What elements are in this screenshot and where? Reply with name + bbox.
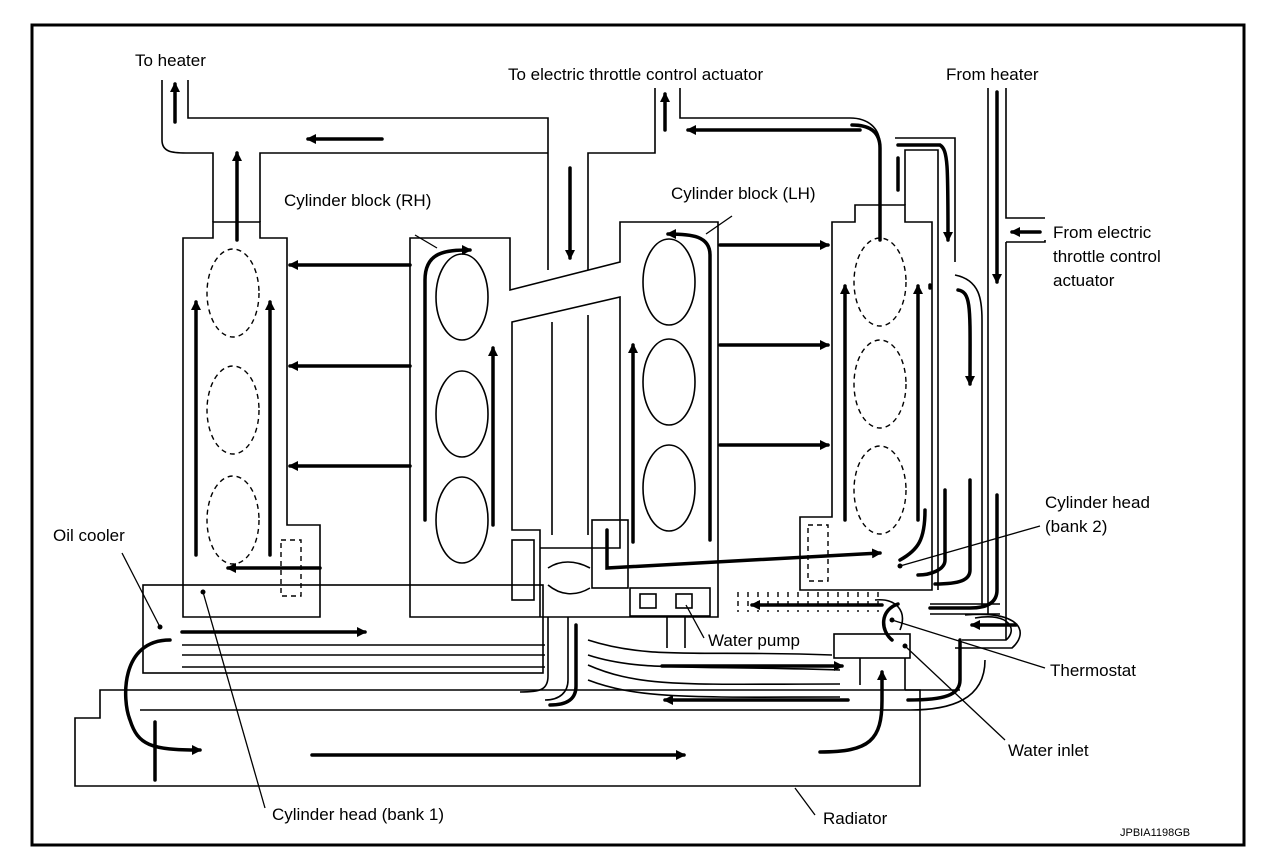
- label-from-etc-line1: From electric: [1053, 223, 1152, 242]
- label-radiator: Radiator: [823, 809, 888, 828]
- cylinder-block-lh: [547, 229, 882, 595]
- radiator: [74, 638, 921, 787]
- thermostat: [737, 592, 904, 642]
- label-water-inlet: Water inlet: [1008, 741, 1089, 760]
- water-pump: [629, 587, 711, 648]
- oil-cooler: [142, 584, 545, 674]
- water-inlet: [833, 633, 911, 690]
- label-cyl-head-bank1: Cylinder head (bank 1): [272, 805, 444, 824]
- label-to-heater: To heater: [135, 51, 206, 70]
- label-cyl-head-bank2-line2: (bank 2): [1045, 517, 1107, 536]
- leader-thermostat: [891, 619, 1046, 669]
- label-cyl-block-lh: Cylinder block (LH): [671, 184, 816, 203]
- leader-block-rh: [414, 234, 438, 249]
- leader-oil-cooler: [121, 552, 161, 628]
- cylinder-head-bank2: [799, 123, 933, 591]
- leader-radiator: [794, 787, 816, 816]
- cylinder-head-bank1: [182, 151, 322, 618]
- cylinder-block-rh: [409, 221, 719, 618]
- diagram-frame: [30, 23, 1246, 847]
- label-cyl-block-rh: Cylinder block (RH): [284, 191, 431, 210]
- figure-code: JPBIA1198GB: [1120, 827, 1190, 839]
- leader-water-pump: [685, 604, 705, 639]
- label-thermostat: Thermostat: [1050, 661, 1136, 680]
- label-to-etc-actuator: To electric throttle control actuator: [508, 65, 763, 84]
- leader-cyl-head-bank1: [202, 591, 266, 809]
- label-from-etc-line3: actuator: [1053, 271, 1115, 290]
- label-water-pump: Water pump: [708, 631, 800, 650]
- leader-water-inlet: [904, 645, 1006, 741]
- label-from-etc-line2: throttle control: [1053, 247, 1161, 266]
- leader-cyl-head-bank2: [899, 525, 1041, 567]
- label-from-heater: From heater: [946, 65, 1039, 84]
- label-oil-cooler: Oil cooler: [53, 526, 125, 545]
- label-cyl-head-bank2-line1: Cylinder head: [1045, 493, 1150, 512]
- leader-block-lh: [705, 215, 733, 235]
